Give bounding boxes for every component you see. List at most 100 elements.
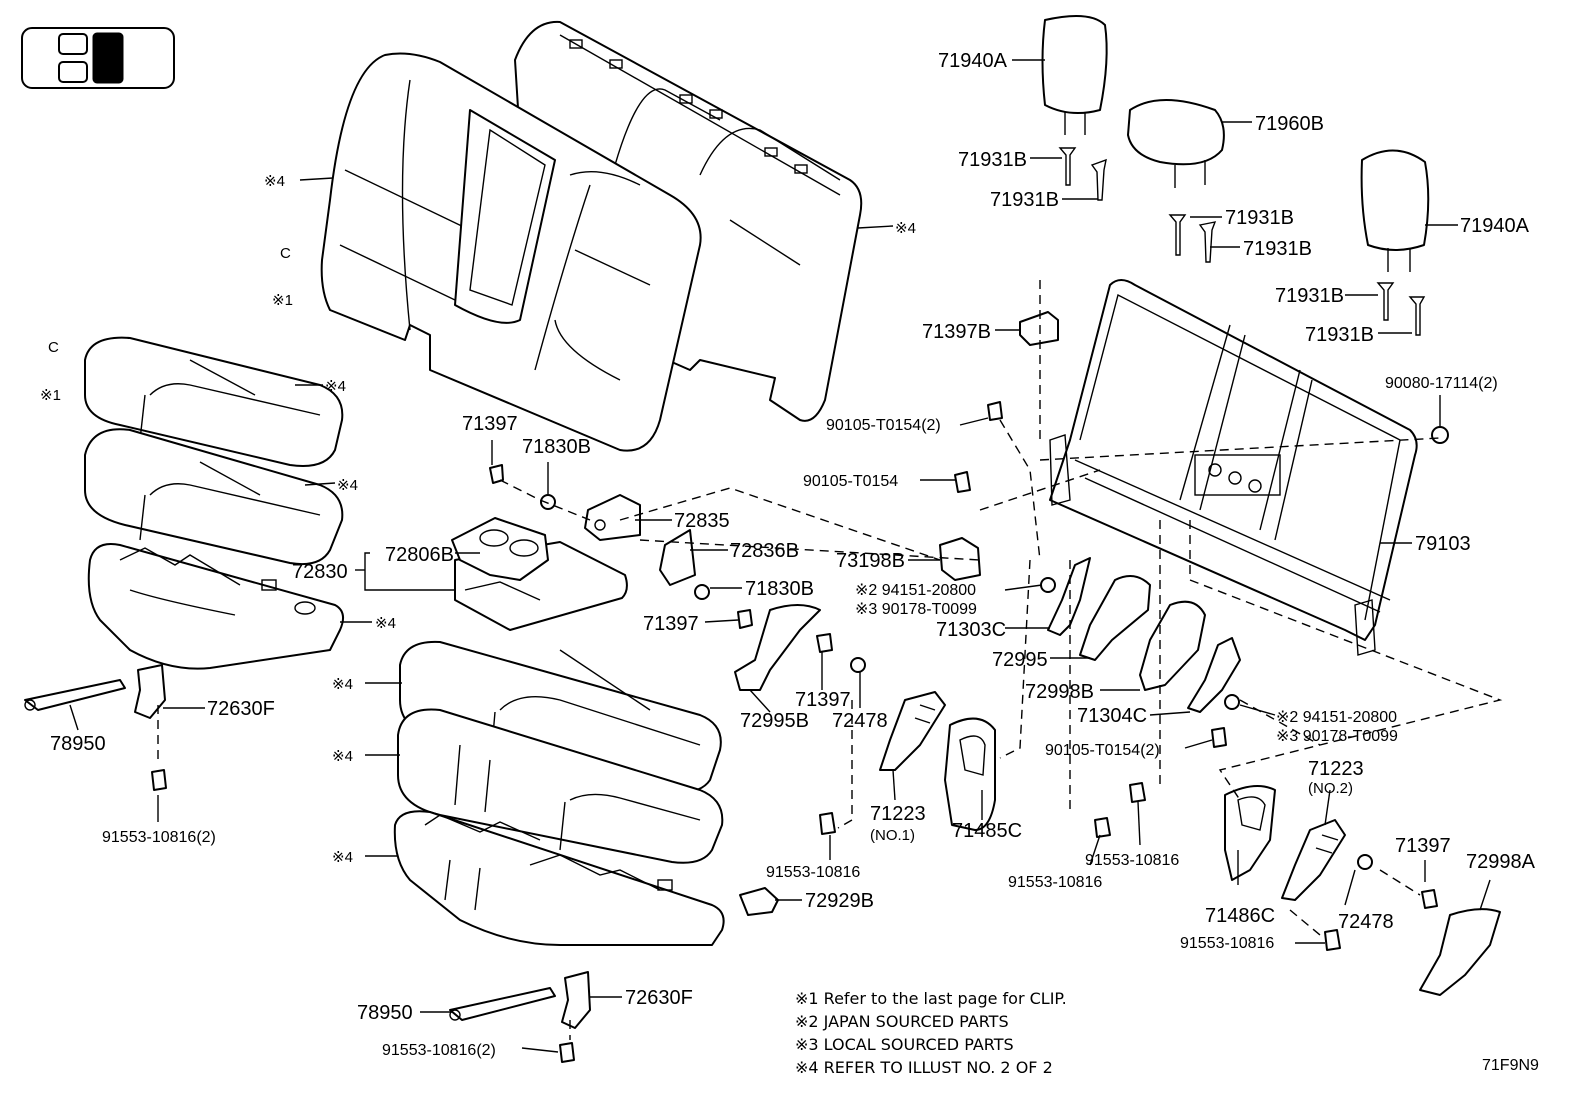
hinge-cover-72998A — [1419, 908, 1501, 996]
part-label: 72998B — [1025, 681, 1094, 703]
bracket-72630F-upper — [134, 664, 166, 719]
part-label: 71931B — [958, 149, 1027, 171]
part-label: 72478 — [1338, 911, 1394, 933]
ref-mark: ※4 — [332, 849, 353, 866]
part-label: 71931B — [1225, 207, 1294, 229]
part-label: 71397 — [1395, 835, 1451, 857]
part-label: 91553-10816(2) — [102, 829, 216, 846]
part-label: 71486C — [1205, 905, 1275, 927]
seat-locator-icon — [21, 27, 175, 89]
part-label: 71830B — [745, 578, 814, 600]
part-label: 72929B — [805, 890, 874, 912]
clip-symbol: C — [48, 339, 59, 356]
part-label: 72995B — [740, 710, 809, 732]
part-labels: 71940A 71960B 71931B 71931B 71931B 71931… — [40, 50, 1536, 1059]
ref-mark: ※4 — [375, 615, 396, 632]
ref-mark: ※1 — [272, 292, 293, 309]
part-label: 78950 — [50, 733, 106, 755]
part-label: 91553-10816(2) — [382, 1042, 496, 1059]
footnote: ※3 LOCAL SOURCED PARTS — [795, 1035, 1014, 1054]
part-label: 71397 — [643, 613, 699, 635]
part-label: 71397B — [922, 321, 991, 343]
part-label: 72806B — [385, 544, 454, 566]
part-label: ※3 90178-T0099 — [1276, 728, 1398, 745]
seat-cushion-pad-left — [84, 428, 344, 566]
lock-71223-no1 — [879, 691, 946, 771]
bracket-72836B — [659, 529, 696, 586]
part-label: ※2 94151-20800 — [855, 582, 976, 599]
ref-mark: ※4 — [332, 676, 353, 693]
headrest-right — [1360, 149, 1430, 272]
hinge-71303C — [1047, 557, 1091, 636]
trim-71485C — [944, 717, 996, 831]
seat-cushion-cover-left-upper — [84, 336, 344, 467]
seat-cushion-frame-left — [87, 543, 345, 670]
part-label: 90105-T0154 — [803, 473, 898, 490]
ref-mark: ※4 — [895, 220, 916, 237]
part-label: 90105-T0154(2) — [1045, 742, 1160, 759]
part-label: 71397 — [795, 689, 851, 711]
bracket-71397B — [1019, 311, 1059, 346]
ref-mark: ※1 — [40, 387, 61, 404]
part-label: 72478 — [832, 710, 888, 732]
part-label: 71304C — [1077, 705, 1147, 727]
part-label: 71830B — [522, 436, 591, 458]
hinge-cover-72995 — [1079, 575, 1151, 661]
part-label: 90080-17114(2) — [1385, 375, 1498, 392]
headrest-middle — [1127, 99, 1225, 188]
footnote: ※2 JAPAN SOURCED PARTS — [795, 1012, 1009, 1031]
part-label: 91553-10816 — [1180, 935, 1274, 952]
cup-holder — [451, 517, 549, 581]
seat-cushion-pad-right — [397, 708, 724, 864]
footnotes: ※1 Refer to the last page for CLIP. ※2 J… — [795, 989, 1067, 1077]
part-label: 71960B — [1255, 113, 1324, 135]
leader-lines — [69, 59, 1491, 1053]
part-label: ※2 94151-20800 — [1276, 709, 1397, 726]
footnote: ※1 Refer to the last page for CLIP. — [795, 989, 1067, 1008]
trim-71486C — [1224, 785, 1276, 881]
hinge-71304C — [1187, 637, 1241, 713]
part-label: 72830 — [292, 561, 348, 583]
hook-78950-lower — [449, 987, 556, 1021]
part-label: 91553-10816 — [1085, 852, 1179, 869]
seat-cushion-frame-right — [393, 810, 725, 946]
ref-mark: ※4 — [325, 378, 346, 395]
part-label: 78950 — [357, 1002, 413, 1024]
lock-71223-no2 — [1281, 819, 1346, 901]
part-label: 71931B — [1243, 238, 1312, 260]
part-label: 72630F — [207, 698, 275, 720]
bracket-72835 — [584, 494, 641, 541]
part-label: 79103 — [1415, 533, 1471, 555]
part-label: 91553-10816 — [1008, 874, 1102, 891]
part-label: 71940A — [938, 50, 1008, 72]
clip-symbol: C — [280, 245, 291, 262]
clip-72929B — [739, 887, 779, 916]
hook-78950-upper — [24, 679, 126, 711]
hinge-cover-72998B — [1139, 600, 1206, 691]
bolts-and-nuts — [151, 401, 1449, 1063]
part-label: 71223 — [1308, 758, 1364, 780]
part-label: 71931B — [1305, 324, 1374, 346]
part-label: 71485C — [952, 820, 1022, 842]
part-label: 72995 — [992, 649, 1048, 671]
footnote: ※4 REFER TO ILLUST NO. 2 OF 2 — [795, 1058, 1053, 1077]
part-label: 90105-T0154(2) — [826, 417, 941, 434]
hinge-cover-72995B — [734, 604, 821, 691]
part-label: 71931B — [990, 189, 1059, 211]
ref-mark: ※4 — [337, 477, 358, 494]
bracket-72630F-lower — [561, 971, 591, 1029]
headrest-supports — [1058, 147, 1426, 336]
part-label: 72835 — [674, 510, 730, 532]
part-label: ※3 90178-T0099 — [855, 601, 977, 618]
ref-mark: ※4 — [264, 173, 285, 190]
ref-mark: ※4 — [332, 748, 353, 765]
dashed-assembly-lines — [157, 280, 1503, 1040]
part-label: 71397 — [462, 413, 518, 435]
part-label: 72630F — [625, 987, 693, 1009]
part-label: 72998A — [1466, 851, 1536, 873]
part-label: 71931B — [1275, 285, 1344, 307]
part-label: 71223 — [870, 803, 926, 825]
part-label: 72836B — [730, 540, 799, 562]
part-label: 71940A — [1460, 215, 1530, 237]
